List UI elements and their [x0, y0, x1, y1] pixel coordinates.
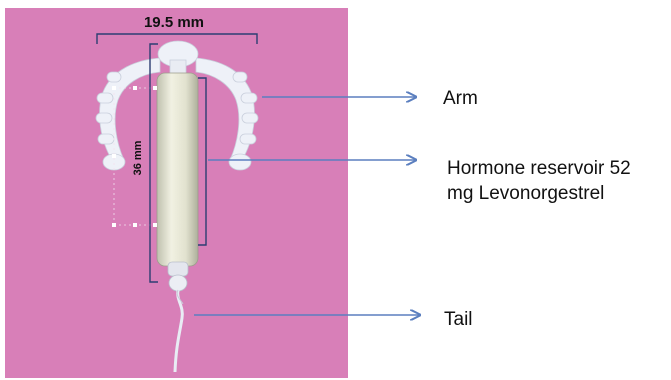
iud-base-bulb [169, 275, 187, 291]
hormone-reservoir [157, 73, 198, 266]
hormone-label-line2: mg Levonorgestrel [447, 181, 669, 206]
tail-label: Tail [444, 307, 473, 332]
iud-base [168, 262, 188, 276]
width-dimension-label: 19.5 mm [144, 14, 204, 31]
hormone-label-line1: Hormone reservoir 52 [447, 156, 669, 181]
height-dimension-label: 36 mm [132, 140, 144, 175]
hormone-reservoir-label: Hormone reservoir 52 mg Levonorgestrel [447, 156, 669, 206]
arm-label: Arm [443, 86, 478, 111]
